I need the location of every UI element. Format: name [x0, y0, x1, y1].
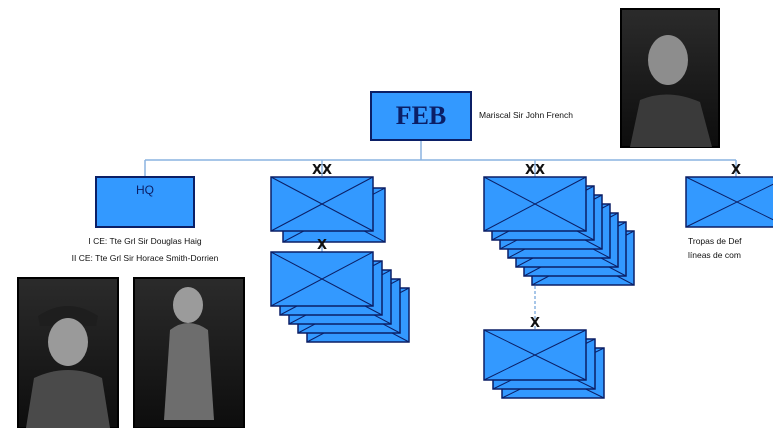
feb-label: FEB — [396, 101, 447, 130]
commander-photo — [620, 8, 720, 148]
echelon-mark: XX — [525, 163, 545, 178]
brig-group-3-stack: X — [685, 163, 773, 228]
corps-2-commander-photo — [133, 277, 245, 428]
unit-cross-line — [270, 251, 374, 307]
echelon-mark: XX — [312, 163, 332, 178]
echelon-mark: X — [530, 316, 540, 331]
corps-2-label: II CE: Tte Grl Sir Horace Smith-Dorrien — [71, 253, 219, 263]
corps-1-commander-photo — [17, 277, 119, 428]
line-troops-label-2: líneas de com — [688, 250, 741, 260]
line-troops-label-1: Tropas de Def — [688, 236, 742, 246]
echelon-mark: X — [731, 163, 741, 178]
unit-cross-line — [483, 176, 587, 232]
div-group-2-stack: XX — [483, 163, 635, 286]
hq-label: HQ — [136, 183, 154, 197]
commander-name: Mariscal Sir John French — [479, 110, 574, 120]
hq-unit-box: HQ — [95, 176, 195, 228]
unit-symbol — [685, 176, 773, 228]
div-group-1-stack: XX — [270, 163, 386, 243]
corps-1-label: I CE: Tte Grl Sir Douglas Haig — [88, 236, 202, 246]
unit-cross-line — [685, 183, 773, 228]
unit-cross-line — [483, 329, 587, 381]
unit-cross-line — [270, 176, 374, 232]
echelon-mark: X — [317, 238, 327, 253]
feb-unit-box: FEB — [370, 91, 472, 141]
brig-group-2-stack: X — [483, 316, 605, 399]
brig-group-1-stack: X — [270, 238, 410, 343]
